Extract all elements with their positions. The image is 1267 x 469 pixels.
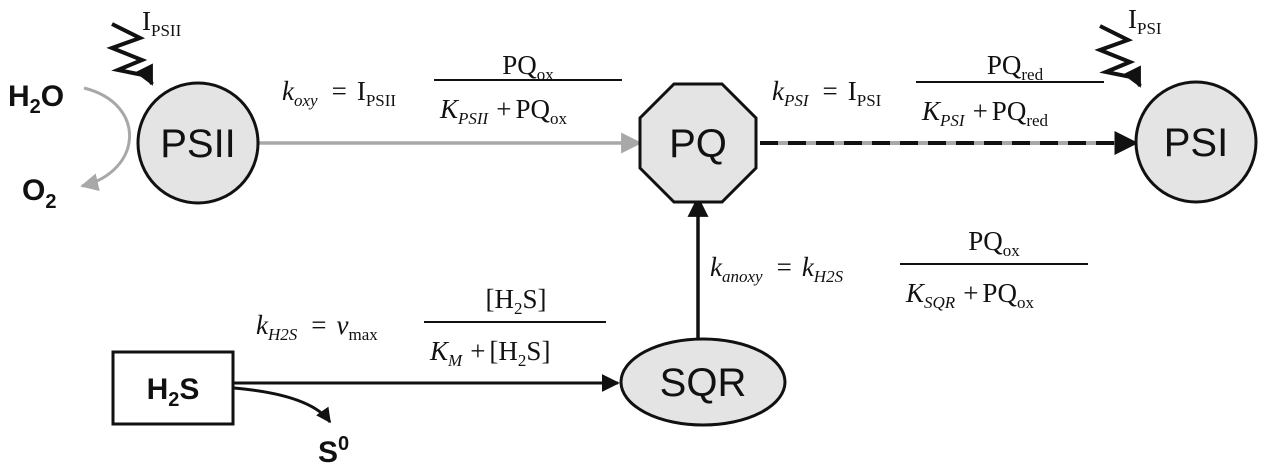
oxygen-label: O2: [22, 174, 56, 213]
svg-text:KPSI+PQred: KPSI+PQred: [921, 96, 1049, 130]
node-sqr-label: SQR: [660, 361, 747, 405]
node-pq: PQ: [638, 82, 758, 204]
node-psii: PSII: [136, 81, 260, 205]
svg-text:KM+[H2S]: KM+[H2S]: [429, 336, 550, 370]
light-squiggle-psi-icon: [1094, 24, 1142, 88]
light-psi-label: IPSI: [1128, 4, 1162, 38]
node-psi-label: PSI: [1164, 121, 1228, 165]
arrow-h2s-to-s0: [233, 386, 332, 424]
svg-text:kH2S=vmax: kH2S=vmax: [256, 310, 378, 344]
arrow-water-to-oxygen: [80, 86, 131, 192]
svg-text:PQox: PQox: [502, 50, 554, 84]
equation-k-h2s: kH2S=vmax [H2S] KM+[H2S]: [256, 284, 606, 370]
svg-text:koxy=IPSII: koxy=IPSII: [282, 76, 396, 110]
svg-text:[H2S]: [H2S]: [485, 284, 546, 318]
node-psii-label: PSII: [160, 122, 236, 166]
node-sqr: SQR: [619, 337, 787, 427]
node-pq-label: PQ: [669, 122, 727, 166]
svg-text:PQred: PQred: [987, 50, 1044, 84]
equation-k-psi: kPSI=IPSI PQred KPSI+PQred: [772, 50, 1104, 130]
light-squiggle-psii-icon: [106, 22, 154, 86]
equation-k-anoxy: kanoxy=kH2S PQox KSQR+PQox: [710, 226, 1088, 312]
svg-text:KSQR+PQox: KSQR+PQox: [905, 278, 1034, 312]
svg-text:KPSII+PQox: KPSII+PQox: [439, 94, 567, 128]
svg-text:kPSI=IPSI: kPSI=IPSI: [772, 76, 882, 110]
light-psii-label: IPSII: [142, 6, 182, 40]
equation-k-oxy: koxy=IPSII PQox KPSII+PQox: [282, 50, 622, 128]
sulfur-label: S0: [318, 433, 349, 469]
svg-text:kanoxy=kH2S: kanoxy=kH2S: [710, 252, 844, 286]
node-psi: PSI: [1134, 80, 1258, 204]
node-h2s-box: H2S: [111, 350, 235, 426]
svg-text:PQox: PQox: [968, 226, 1020, 260]
node-h2s-label: H2S: [147, 373, 200, 411]
water-label: H2O: [8, 80, 64, 118]
